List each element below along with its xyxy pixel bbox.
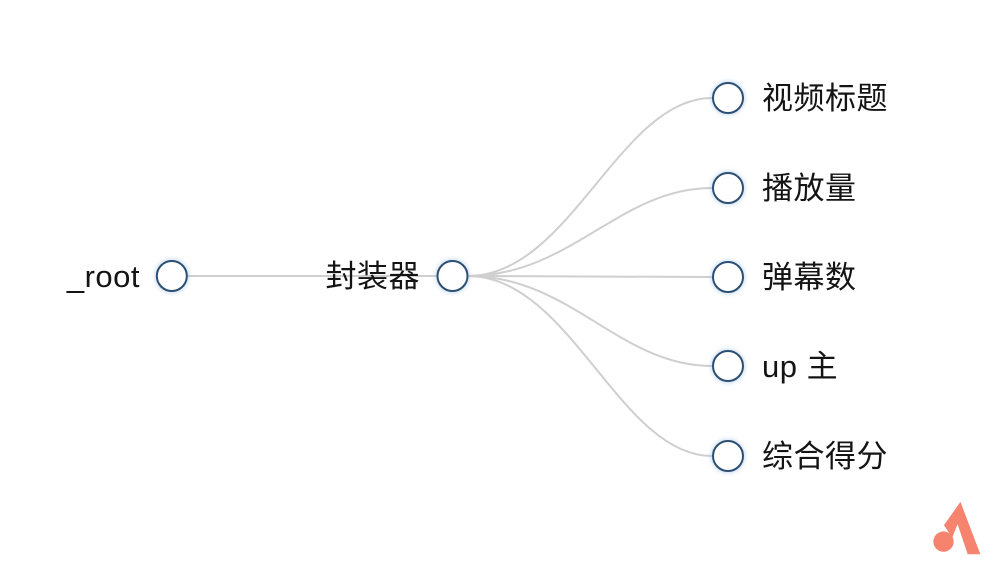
node-root[interactable]: _root	[67, 260, 188, 292]
node-uploader-circle[interactable]	[712, 350, 744, 382]
node-wrapper-circle[interactable]	[436, 260, 468, 292]
link-wrapper-to-uploader	[467, 275, 713, 367]
node-wrapper[interactable]: 封装器	[325, 258, 468, 294]
node-danmaku-count-label: 弹幕数	[762, 259, 857, 295]
node-danmaku-count-circle[interactable]	[712, 261, 744, 293]
node-video-title-label: 视频标题	[762, 80, 888, 116]
link-wrapper-to-danmaku	[467, 275, 713, 278]
node-score-circle[interactable]	[712, 440, 744, 472]
link-paths	[187, 97, 713, 457]
node-score[interactable]: 综合得分	[712, 440, 888, 472]
node-play-count-circle[interactable]	[712, 172, 744, 204]
node-video-title-circle[interactable]	[712, 82, 744, 114]
logo-mark-svg	[933, 501, 981, 555]
node-uploader-label: up 主	[762, 348, 839, 384]
node-danmaku-count[interactable]: 弹幕数	[712, 261, 857, 293]
node-play-count[interactable]: 播放量	[712, 172, 857, 204]
link-wrapper-to-video-title	[467, 97, 713, 277]
node-root-circle[interactable]	[156, 260, 188, 292]
node-wrapper-label: 封装器	[325, 258, 420, 294]
link-wrapper-to-play-count	[467, 187, 713, 277]
node-root-label: _root	[66, 258, 140, 294]
node-score-label: 综合得分	[762, 438, 888, 474]
logo-mark-icon	[928, 498, 990, 560]
node-uploader[interactable]: up 主	[712, 350, 838, 382]
node-play-count-label: 播放量	[762, 170, 857, 206]
node-video-title[interactable]: 视频标题	[712, 82, 888, 114]
link-wrapper-to-score	[467, 275, 713, 457]
